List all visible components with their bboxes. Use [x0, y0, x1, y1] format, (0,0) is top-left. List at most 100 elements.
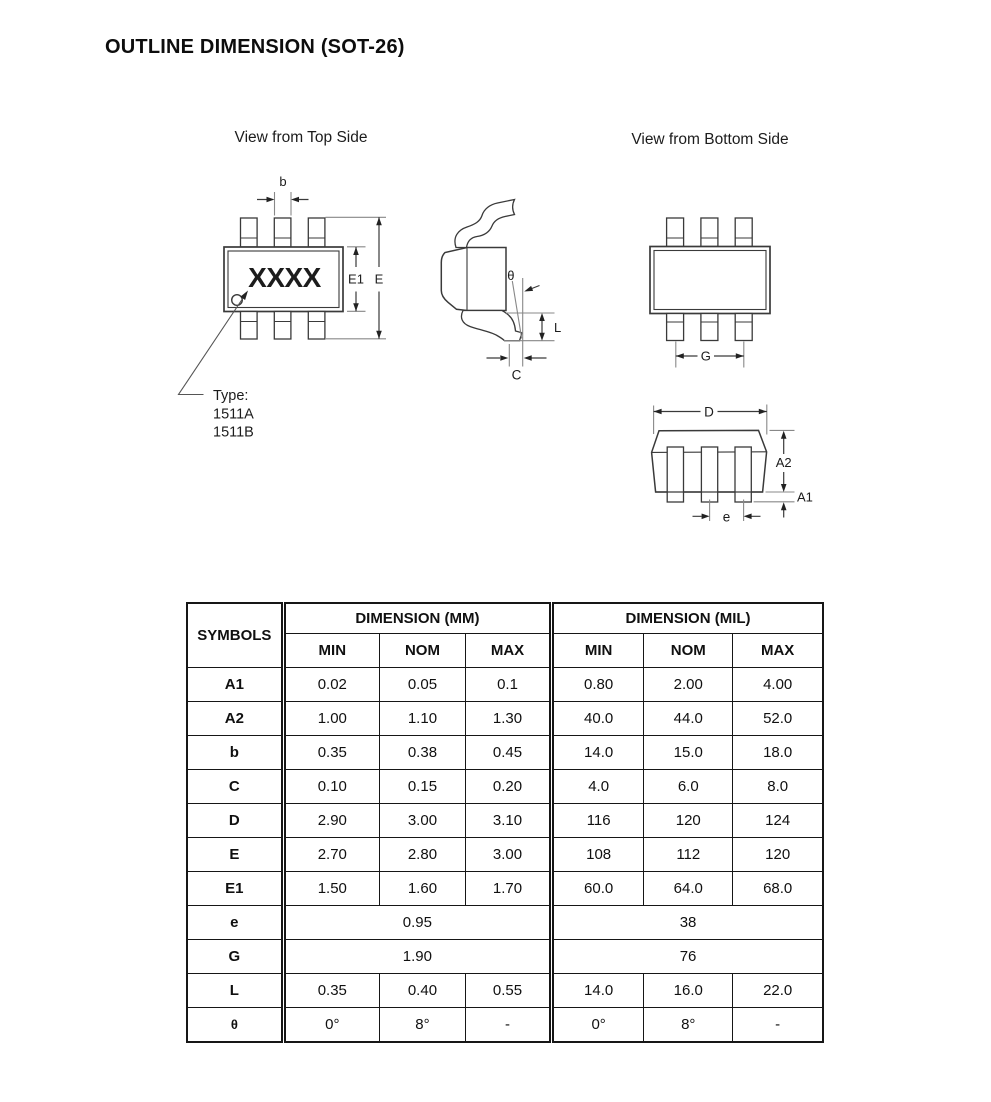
mil-value-cell: 120 — [643, 803, 734, 838]
top-view-package-body — [223, 246, 344, 313]
dimension-table: SYMBOLS DIMENSION (MM) DIMENSION (MIL) M… — [186, 602, 824, 1043]
arrowhead — [675, 353, 684, 359]
bottom-view-top-pins — [665, 217, 753, 248]
mm-value-cell: 2.70 — [280, 837, 380, 872]
symbol-cell: E1 — [186, 871, 284, 906]
arrowhead — [524, 285, 534, 292]
symbol-cell: E — [186, 837, 284, 872]
header-mm-min: MIN — [280, 633, 380, 668]
dim-label-a1: A1 — [797, 490, 813, 505]
mil-value-cell: 60.0 — [549, 871, 645, 906]
dim-label-e-pitch: e — [723, 510, 731, 525]
mm-value-cell: 8° — [378, 1007, 466, 1043]
arrowhead — [376, 330, 382, 339]
header-dimension-mm: DIMENSION (MM) — [280, 602, 553, 634]
arrowhead — [291, 196, 299, 203]
mm-value-cell: 3.10 — [464, 803, 553, 838]
arrowhead — [240, 290, 248, 300]
mm-value-cell: 0.95 — [280, 905, 553, 940]
mil-value-cell: - — [732, 1007, 824, 1043]
side-view-package-body — [440, 246, 507, 312]
mm-value-cell: 1.30 — [464, 701, 553, 736]
mil-value-cell: 2.00 — [643, 667, 734, 702]
arrowhead — [780, 484, 787, 492]
mm-value-cell: 0.35 — [280, 973, 380, 1008]
e-extension-lines — [325, 216, 386, 340]
mm-value-cell: 0.55 — [464, 973, 553, 1008]
front-view-leads — [666, 446, 752, 503]
mm-value-cell: 1.50 — [280, 871, 380, 906]
symbol-cell: e — [186, 905, 284, 940]
arrowhead — [539, 313, 545, 321]
bottom-view-package-body — [649, 245, 771, 315]
dim-label-e: E — [375, 272, 384, 287]
mil-value-cell: 112 — [643, 837, 734, 872]
arrowhead — [353, 303, 359, 312]
symbol-cell: θ — [186, 1007, 284, 1043]
mil-value-cell: 124 — [732, 803, 824, 838]
mm-value-cell: 0.40 — [378, 973, 466, 1008]
type-label: Type: — [213, 388, 248, 404]
mil-value-cell: 8° — [643, 1007, 734, 1043]
arrowhead — [500, 355, 509, 361]
mil-value-cell: 6.0 — [643, 769, 734, 804]
top-view-top-pins — [239, 217, 326, 248]
dim-label-c: C — [512, 368, 522, 383]
device-marking: XXXX — [248, 262, 322, 293]
dim-label-e1: E1 — [348, 272, 364, 287]
side-view-bottom-lead — [460, 309, 523, 342]
side-view-top-lead — [454, 198, 516, 249]
front-view: D A2 A1 e — [650, 404, 813, 525]
dim-label-g: G — [701, 349, 711, 364]
arrowhead — [743, 513, 752, 520]
side-view: θ L C — [440, 198, 561, 383]
dim-label-a2: A2 — [776, 455, 792, 470]
header-mil-min: MIN — [549, 633, 645, 668]
page-title: OUTLINE DIMENSION (SOT-26) — [105, 36, 405, 58]
mm-value-cell: 1.70 — [464, 871, 553, 906]
mil-value-cell: 44.0 — [643, 701, 734, 736]
type-value-1: 1511A — [213, 407, 254, 423]
mm-value-cell: 0.20 — [464, 769, 553, 804]
g-extension-lines — [675, 341, 745, 368]
arrowhead — [266, 196, 275, 203]
mil-value-cell: 52.0 — [732, 701, 824, 736]
header-mil-max: MAX — [732, 633, 824, 668]
mil-value-cell: 38 — [549, 905, 824, 940]
bottom-view-bottom-pins — [665, 312, 753, 342]
header-mm-max: MAX — [464, 633, 553, 668]
header-mm-nom: NOM — [378, 633, 466, 668]
mm-value-cell: 1.10 — [378, 701, 466, 736]
top-view-package-body-inner — [227, 250, 340, 309]
top-view-bottom-pins — [239, 310, 326, 340]
l-reference-lines — [504, 312, 555, 342]
mil-value-cell: 8.0 — [732, 769, 824, 804]
mil-value-cell: 18.0 — [732, 735, 824, 770]
dim-label-l: L — [554, 320, 561, 335]
mil-value-cell: 68.0 — [732, 871, 824, 906]
mm-value-cell: 0.15 — [378, 769, 466, 804]
e-pitch-extension-lines — [709, 499, 745, 521]
arrowhead — [735, 353, 744, 359]
mil-value-cell: 4.00 — [732, 667, 824, 702]
type-value-2: 1511B — [213, 425, 254, 441]
symbol-cell: G — [186, 939, 284, 974]
dim-label-theta: θ — [507, 268, 514, 283]
mm-value-cell: 0° — [280, 1007, 380, 1043]
mil-value-cell: 14.0 — [549, 973, 645, 1008]
bottom-view: View from Bottom Side G — [631, 131, 789, 368]
header-mil-nom: NOM — [643, 633, 734, 668]
mm-value-cell: 3.00 — [464, 837, 553, 872]
arrowhead — [376, 217, 382, 226]
mm-value-cell: 2.80 — [378, 837, 466, 872]
